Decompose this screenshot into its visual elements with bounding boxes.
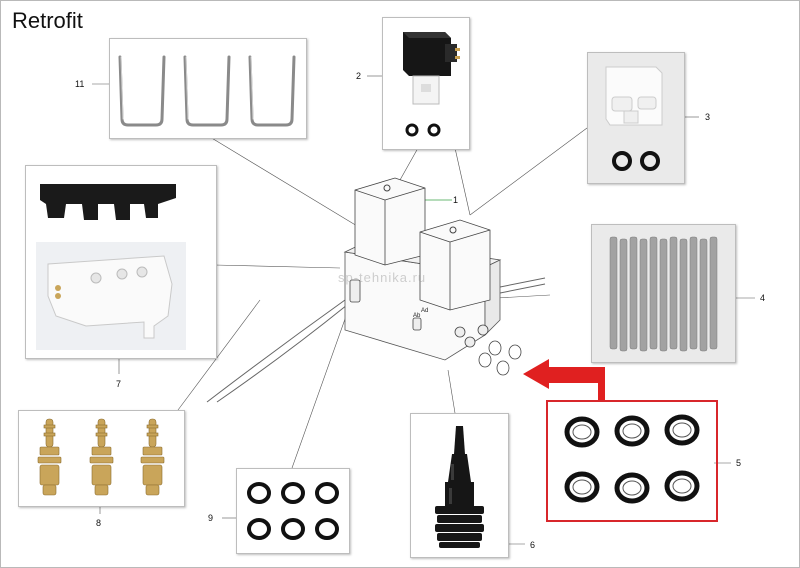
part-3-valve-body-panel [587, 52, 685, 184]
callout-3: 3 [705, 112, 711, 122]
part-9-o-rings-panel [236, 468, 350, 554]
port-label-ab: Ab [413, 313, 421, 319]
small-o-rings-icon [247, 482, 339, 540]
steel-rods-icon [609, 236, 718, 352]
solenoid-coil-icon [403, 32, 460, 137]
port-label-ad: Ad [421, 308, 428, 314]
callout-7: 7 [116, 379, 122, 389]
callout-8: 8 [96, 518, 102, 528]
o-rings-icon [564, 414, 700, 504]
callout-11: 11 [75, 79, 85, 89]
part-6-spout-panel [410, 413, 509, 558]
callout-5: 5 [736, 458, 742, 468]
part-2-solenoid-panel [382, 17, 470, 150]
callout-9: 9 [208, 513, 214, 523]
spout-icon [435, 426, 484, 548]
callout-6: 6 [530, 540, 536, 550]
valve-body-icon [605, 66, 663, 171]
callout-1: 1 [453, 195, 459, 205]
manifold-icon [36, 184, 186, 350]
brass-fittings-icon [37, 418, 165, 496]
callout-2: 2 [356, 71, 362, 81]
part-5-highlight-box [546, 400, 718, 522]
part-11-u-pins-panel [109, 38, 307, 139]
watermark: sp-tehnika.ru [338, 270, 427, 285]
red-arrow-icon [523, 359, 605, 400]
part-4-steel-rods-panel [591, 224, 736, 363]
central-valve-assembly: Ab Ad [206, 177, 546, 403]
part-7-manifold-panel [25, 165, 217, 359]
page-title: Retrofit [12, 8, 83, 33]
u-pin-icons [118, 55, 296, 127]
part-8-brass-fittings-panel [18, 410, 185, 507]
callout-4: 4 [760, 293, 766, 303]
